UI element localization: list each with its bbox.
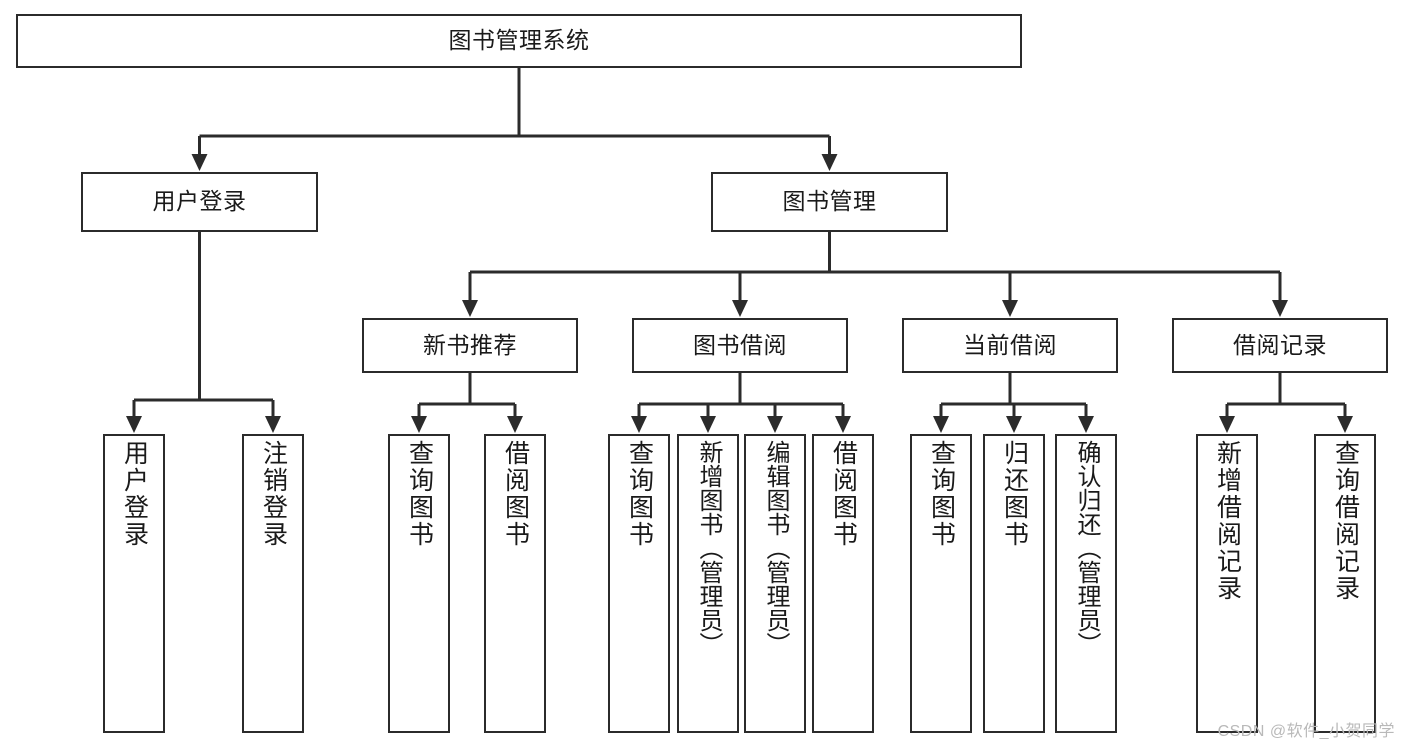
node-label: 借阅图书 bbox=[501, 440, 530, 548]
arrowhead-icon bbox=[1078, 416, 1094, 433]
node-label: 用户登录 bbox=[152, 188, 247, 215]
edge-group bbox=[126, 68, 1353, 433]
arrowhead-icon bbox=[507, 416, 523, 433]
node-leaf-query-book-1[interactable]: 查询图书 bbox=[388, 434, 450, 733]
arrowhead-icon bbox=[1002, 300, 1018, 317]
node-label: 归还图书 bbox=[1000, 440, 1029, 548]
arrowhead-icon bbox=[821, 154, 838, 171]
node-label: 查询图书 bbox=[405, 440, 434, 548]
node-leaf-query-book-2[interactable]: 查询图书 bbox=[608, 434, 670, 733]
arrowhead-icon bbox=[411, 416, 427, 433]
node-current-borrow[interactable]: 当前借阅 bbox=[902, 318, 1118, 373]
arrowhead-icon bbox=[1272, 300, 1288, 317]
node-leaf-logout[interactable]: 注销登录 bbox=[242, 434, 304, 733]
node-label: 用户登录 bbox=[120, 440, 149, 548]
node-leaf-user-login[interactable]: 用户登录 bbox=[103, 434, 165, 733]
watermark-label: CSDN @软件_小贺同学 bbox=[1217, 723, 1395, 740]
node-label: 查询借阅记录 bbox=[1331, 440, 1360, 602]
node-label: 编辑图书（管理员） bbox=[762, 440, 789, 656]
node-leaf-borrow-book-2[interactable]: 借阅图书 bbox=[812, 434, 874, 733]
node-label: 借阅图书 bbox=[829, 440, 858, 548]
arrowhead-icon bbox=[265, 416, 281, 433]
node-leaf-return-book[interactable]: 归还图书 bbox=[983, 434, 1045, 733]
node-label: 查询图书 bbox=[927, 440, 956, 548]
node-leaf-add-book-admin[interactable]: 新增图书（管理员） bbox=[677, 434, 739, 733]
node-leaf-confirm-return-admin[interactable]: 确认归还（管理员） bbox=[1055, 434, 1117, 733]
node-label: 图书管理 bbox=[782, 188, 877, 215]
arrowhead-icon bbox=[1219, 416, 1235, 433]
node-label: 新增图书（管理员） bbox=[695, 440, 722, 656]
node-borrow-record[interactable]: 借阅记录 bbox=[1172, 318, 1388, 373]
arrowhead-icon bbox=[1006, 416, 1022, 433]
node-label: 新书推荐 bbox=[423, 331, 517, 358]
node-label: 新增借阅记录 bbox=[1213, 440, 1242, 602]
arrowhead-icon bbox=[462, 300, 478, 317]
node-leaf-query-book-3[interactable]: 查询图书 bbox=[910, 434, 972, 733]
node-label: 注销登录 bbox=[259, 440, 288, 548]
arrowhead-icon bbox=[732, 300, 748, 317]
node-leaf-borrow-book-1[interactable]: 借阅图书 bbox=[484, 434, 546, 733]
node-leaf-query-borrow-record[interactable]: 查询借阅记录 bbox=[1314, 434, 1376, 733]
arrowhead-icon bbox=[126, 416, 142, 433]
arrowhead-icon bbox=[933, 416, 949, 433]
node-user-login[interactable]: 用户登录 bbox=[81, 172, 318, 232]
arrowhead-icon bbox=[700, 416, 716, 433]
node-label: 查询图书 bbox=[625, 440, 654, 548]
arrowhead-icon bbox=[767, 416, 783, 433]
node-label: 当前借阅 bbox=[963, 331, 1057, 358]
node-book-borrow[interactable]: 图书借阅 bbox=[632, 318, 848, 373]
node-book-management[interactable]: 图书管理 bbox=[711, 172, 948, 232]
node-label: 图书借阅 bbox=[693, 331, 787, 358]
node-label: 图书管理系统 bbox=[448, 27, 590, 54]
arrowhead-icon bbox=[631, 416, 647, 433]
node-leaf-edit-book-admin[interactable]: 编辑图书（管理员） bbox=[744, 434, 806, 733]
arrowhead-icon bbox=[1337, 416, 1353, 433]
node-label: 确认归还（管理员） bbox=[1073, 440, 1100, 656]
arrowhead-icon bbox=[835, 416, 851, 433]
node-label: 借阅记录 bbox=[1233, 331, 1327, 358]
node-new-book-recommend[interactable]: 新书推荐 bbox=[362, 318, 578, 373]
arrowhead-icon bbox=[191, 154, 208, 171]
node-root[interactable]: 图书管理系统 bbox=[16, 14, 1022, 68]
node-leaf-add-borrow-record[interactable]: 新增借阅记录 bbox=[1196, 434, 1258, 733]
